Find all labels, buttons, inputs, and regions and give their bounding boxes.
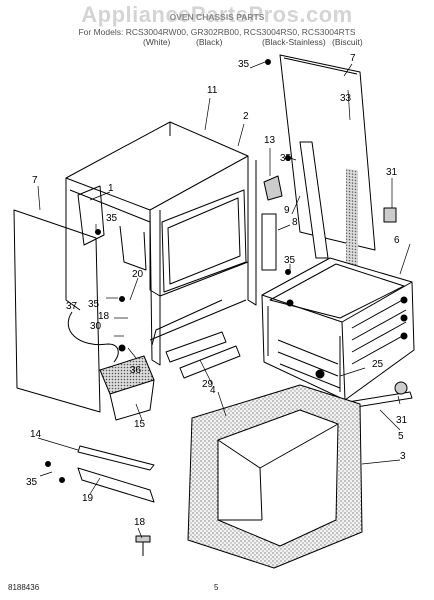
callout-1: 1 — [108, 183, 114, 194]
callout-5: 5 — [398, 431, 404, 442]
callout-37: 37 — [66, 301, 78, 312]
side-panel-left — [13, 209, 101, 413]
callout-17: 19 — [82, 493, 94, 504]
callout-35-lower: 35 — [284, 255, 296, 266]
leveler-part-18 — [135, 535, 151, 556]
callout-8: 8 — [292, 217, 298, 228]
color-label-black: (Black) — [196, 37, 223, 47]
model-list: For Models: RCS3004RW00, GR302RB00, RCS3… — [78, 27, 356, 37]
callout-33: 33 — [340, 93, 352, 104]
footer-part-number: 8188436 — [8, 583, 40, 592]
color-label-white: (White) — [143, 37, 171, 47]
callout-11: 11 — [207, 85, 218, 96]
bracket-part-9 — [299, 141, 329, 259]
oven-rack-frame — [261, 257, 415, 401]
callout-2: 2 — [243, 111, 249, 122]
callout-30: 30 — [90, 321, 102, 332]
callout-35-bracket: 35 — [88, 299, 100, 310]
callout-3: 3 — [400, 451, 406, 462]
side-panel-right — [279, 54, 376, 281]
callout-4: 4 — [210, 385, 216, 396]
footer-page-number: 5 — [214, 583, 219, 592]
wire-harness-part-37 — [67, 311, 119, 363]
callout-25: 25 — [372, 359, 384, 370]
callout-36: 36 — [130, 365, 142, 376]
callout-20: 29 — [202, 379, 214, 390]
callout-15: 14 — [30, 429, 42, 440]
vent-box-part-14 — [99, 355, 155, 421]
callout-16: 18 — [98, 311, 110, 322]
callout-13: 13 — [264, 135, 276, 146]
callout-6: 6 — [394, 235, 400, 246]
callout-35-bottom: 35 — [26, 477, 38, 488]
callout-7-left: 7 — [32, 175, 38, 186]
leg-part-29 — [383, 207, 397, 223]
callout-35-top: 35 — [238, 59, 250, 70]
callout-18: 18 — [134, 517, 146, 528]
watermark-text: AppliancePartsPros.com — [81, 2, 353, 27]
color-label-biscuit: (Biscuit) — [332, 37, 363, 47]
screws — [45, 59, 291, 483]
callout-31: 31 — [396, 415, 408, 426]
callout-14: 15 — [134, 419, 146, 430]
callout-35-left: 35 — [106, 213, 118, 224]
bracket-part-8 — [261, 213, 277, 271]
callout-35-mid: 35 — [280, 153, 292, 164]
insulation-blanket — [187, 384, 363, 569]
bracket-part-17 — [77, 467, 155, 503]
hinge-part-13 — [263, 175, 283, 201]
bracket-part-15 — [77, 445, 155, 471]
callout-7-right: 7 — [350, 53, 356, 64]
bottom-rails — [165, 331, 241, 379]
callout-19: 20 — [132, 269, 144, 280]
callout-29: 31 — [386, 167, 398, 178]
color-label-black-stainless: (Black-Stainless) — [262, 37, 326, 47]
diagram-title: OVEN CHASSIS PARTS — [169, 12, 265, 22]
callout-9: 9 — [284, 205, 290, 216]
insulation-strip — [346, 168, 358, 281]
chassis-frame — [65, 121, 257, 366]
foot-part-31 — [394, 381, 408, 395]
